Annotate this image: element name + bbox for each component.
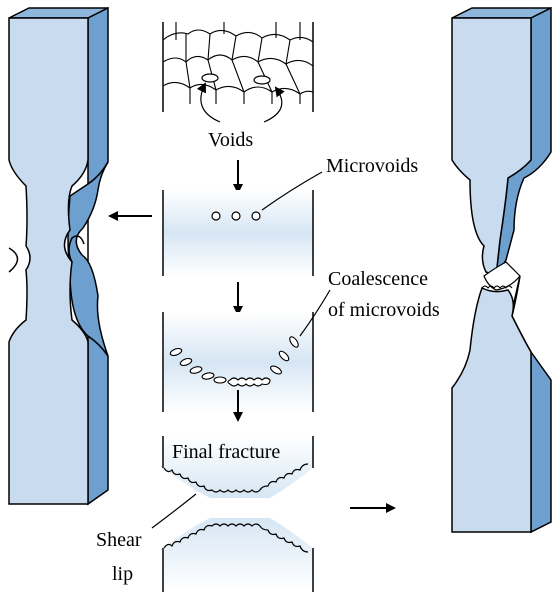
microvoid-3 (251, 211, 261, 221)
fracture-edges (163, 463, 309, 553)
microvoids-leader (261, 171, 323, 211)
stage-microvoids-panel: Microvoids (162, 155, 418, 276)
microvoids-label: Microvoids (326, 155, 418, 177)
final-fracture-label: Final fracture (172, 441, 280, 463)
left-bar-crack (68, 235, 85, 263)
shear-lip-leader (151, 493, 197, 529)
right-bar-fracture-edge (481, 285, 513, 289)
right-fractured-specimen (451, 6, 552, 534)
voids-label: Voids (208, 129, 253, 151)
left-bar-notch (8, 247, 19, 273)
right-bar-lower-front (451, 286, 532, 533)
void-pointer-left (196, 82, 221, 123)
coalescence-label-line1: Coalescence (328, 268, 428, 290)
stage-coalescence-panel: Coalescence of microvoids (162, 268, 440, 412)
void-2 (253, 75, 271, 85)
coalescence-label-line2: of microvoids (328, 299, 440, 321)
microvoid-1 (211, 211, 221, 221)
microvoid-2 (231, 211, 241, 221)
coalescence-leader (299, 289, 331, 337)
stage-voids-panel: Voids (162, 22, 314, 151)
right-bar-upper-front (451, 17, 532, 278)
left-necked-specimen (8, 6, 109, 506)
shear-lip-label-line2: lip (112, 563, 133, 585)
void-pointer-right (263, 86, 285, 123)
shear-lip-label-line1: Shear (96, 529, 142, 551)
void-1 (201, 73, 219, 83)
stage-final-fracture-panel: Final fracture Shear lip (96, 436, 314, 592)
left-bar-side-face (87, 6, 109, 506)
coalescing-microvoids (169, 336, 299, 387)
grain-structure (162, 22, 314, 104)
left-bar-front-face (8, 17, 89, 505)
